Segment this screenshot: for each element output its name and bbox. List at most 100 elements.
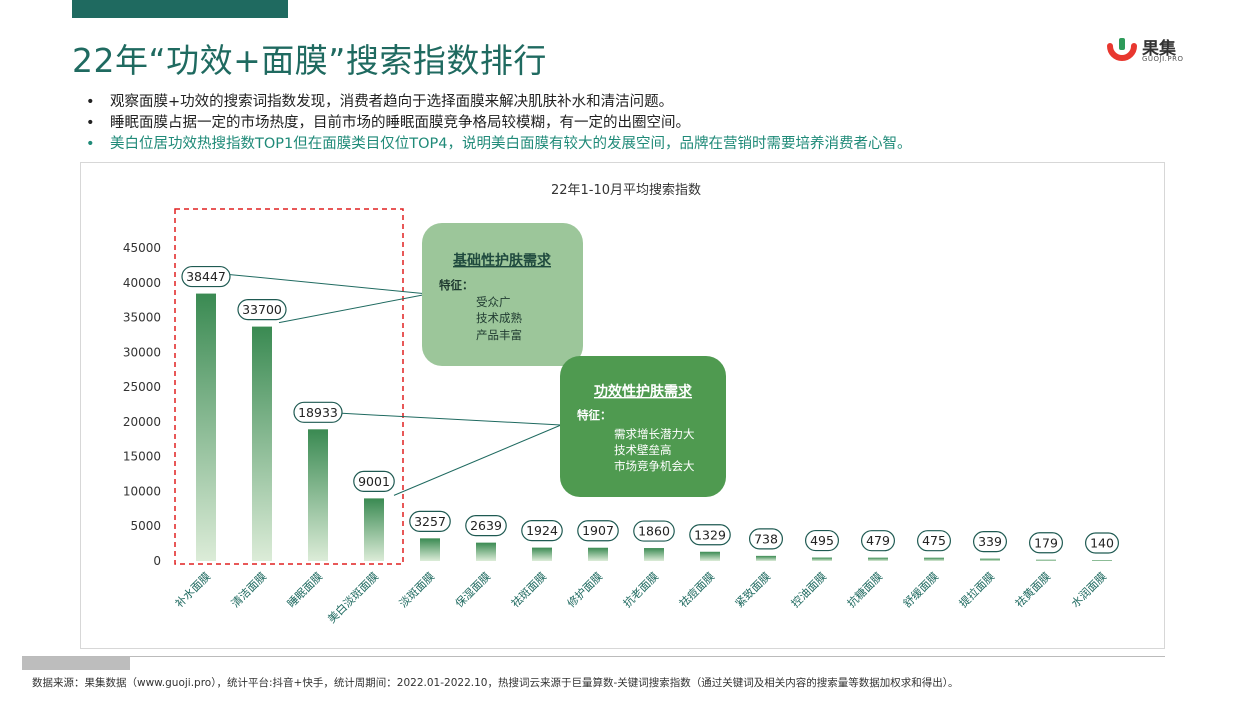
category-label: 祛黄面膜: [1012, 569, 1053, 610]
callout-basic-item: 技术成熟: [476, 311, 522, 325]
bar: [980, 558, 1000, 561]
y-axis: 0500010000150002000025000300003500040000…: [123, 241, 161, 568]
category-label: 祛斑面膜: [508, 569, 549, 610]
y-tick-label: 5000: [130, 519, 161, 533]
category-label: 淡斑面膜: [397, 570, 437, 610]
logo-text: 果集: [1142, 39, 1176, 59]
y-tick-label: 45000: [123, 241, 161, 255]
page-title: 22年“功效+面膜”搜索指数排行: [72, 41, 547, 80]
callout-basic-item: 受众广: [476, 295, 511, 309]
callout-basic-item: 产品丰富: [476, 328, 522, 342]
category-label: 保湿面膜: [452, 569, 493, 610]
data-label-bubble: [577, 520, 619, 542]
connector-line: [341, 412, 562, 426]
category-label: 控油面膜: [788, 569, 829, 610]
category-label: 睡眠面膜: [285, 570, 325, 610]
category-label: 美白淡斑面膜: [325, 569, 382, 626]
footer-divider: [22, 656, 1165, 657]
y-tick-label: 35000: [123, 311, 161, 325]
connector-line: [229, 274, 429, 295]
data-label: 1924: [526, 523, 558, 538]
data-label-bubble: [237, 298, 287, 321]
category-label: 祛痘面膜: [676, 569, 717, 610]
data-label: 738: [754, 531, 778, 546]
category-label: 清洁面膜: [229, 570, 269, 610]
category-label: 舒缓面膜: [900, 569, 941, 610]
data-label: 3257: [414, 514, 446, 529]
data-label: 179: [1034, 535, 1058, 550]
logo-icon: [1107, 38, 1137, 61]
category-label: 修护面膜: [564, 569, 605, 610]
callout-functional-item: 市场竞争机会大: [614, 459, 695, 473]
y-tick-label: 40000: [123, 276, 161, 290]
footer-source-note: 数据来源：果集数据（www.guoji.pro），统计平台:抖音+快手，统计周期…: [32, 677, 959, 689]
bar: [308, 429, 328, 561]
data-label: 38447: [186, 269, 226, 284]
bar: [700, 551, 720, 561]
bar: [364, 498, 384, 561]
data-label-bubble: [689, 524, 731, 546]
callout-basic-feature-label: 特征：: [439, 278, 474, 292]
insight-item: 观察面膜+功效的搜索词指数发现，消费者趋向于选择面膜来解决肌肤补水和清洁问题。: [86, 92, 1226, 113]
callout-functional-item: 技术壁垒高: [614, 443, 672, 457]
callout-basic: 基础性护肤需求 特征： 受众广 技术成熟 产品丰富: [422, 223, 583, 366]
data-label: 2639: [470, 518, 502, 533]
callout-connectors: [229, 274, 562, 496]
y-tick-label: 20000: [123, 415, 161, 429]
bar: [924, 557, 944, 561]
y-tick-label: 25000: [123, 380, 161, 394]
highlight-box: [174, 208, 404, 565]
data-label-bubble: [181, 265, 231, 288]
connector-line: [393, 424, 562, 496]
logo-subtext: GUOJI.PRO: [1142, 55, 1184, 63]
data-label-bubble: [353, 470, 395, 492]
callout-basic-box: [422, 223, 583, 366]
data-label: 479: [866, 533, 890, 548]
bar-chart: 22年1-10月平均搜索指数 0500010000150002000025000…: [123, 183, 1119, 626]
data-label-bubble: [804, 529, 839, 552]
data-label: 1907: [582, 523, 614, 538]
bar: [1092, 560, 1112, 561]
bar: [644, 548, 664, 561]
y-tick-label: 10000: [123, 484, 161, 498]
bar: [812, 557, 832, 561]
callout-functional-title: 功效性护肤需求: [594, 383, 693, 400]
bar: [420, 538, 440, 561]
callout-functional-item: 需求增长潜力大: [614, 427, 695, 441]
data-label: 140: [1090, 536, 1114, 551]
callout-functional: 功效性护肤需求 特征： 需求增长潜力大 技术壁垒高 市场竞争机会大: [560, 356, 726, 497]
callout-functional-box: [560, 356, 726, 497]
insight-item: 睡眠面膜占据一定的市场热度，目前市场的睡眠面膜竞争格局较模糊，有一定的出圈空间。: [86, 113, 1226, 134]
footer-accent-block: [22, 657, 130, 670]
category-label: 补水面膜: [173, 570, 213, 610]
callout-basic-title: 基础性护肤需求: [453, 252, 552, 269]
data-label-bubble: [293, 401, 343, 423]
insight-item-highlight: 美白位居功效热搜指数TOP1但在面膜类目仅位TOP4，说明美白面膜有较大的发展空…: [86, 134, 1226, 155]
data-label: 18933: [298, 405, 338, 420]
data-label: 1329: [694, 527, 726, 542]
category-label: 水润面膜: [1068, 569, 1109, 610]
top-accent-bar: [72, 0, 288, 18]
data-label: 9001: [358, 474, 390, 489]
data-label-bubble: [633, 520, 675, 542]
data-label-bubble: [409, 510, 451, 532]
data-label-bubble: [916, 530, 951, 552]
y-tick-label: 30000: [123, 345, 161, 359]
category-label: 抗糖面膜: [844, 569, 885, 610]
data-label-bubble: [860, 530, 895, 552]
data-label: 339: [978, 534, 1002, 549]
category-label: 抗老面膜: [620, 569, 661, 610]
data-label-bubble: [748, 528, 783, 550]
data-label-bubble: [521, 520, 563, 542]
connector-line: [278, 293, 429, 324]
category-label: 提拉面膜: [956, 569, 997, 610]
data-label: 33700: [242, 302, 282, 317]
bar: [252, 326, 272, 561]
bar: [1036, 559, 1056, 561]
data-label: 1860: [638, 524, 670, 539]
y-tick-label: 15000: [123, 450, 161, 464]
bar: [476, 542, 496, 561]
data-label: 475: [922, 533, 946, 548]
data-label-bubble: [1084, 532, 1119, 554]
